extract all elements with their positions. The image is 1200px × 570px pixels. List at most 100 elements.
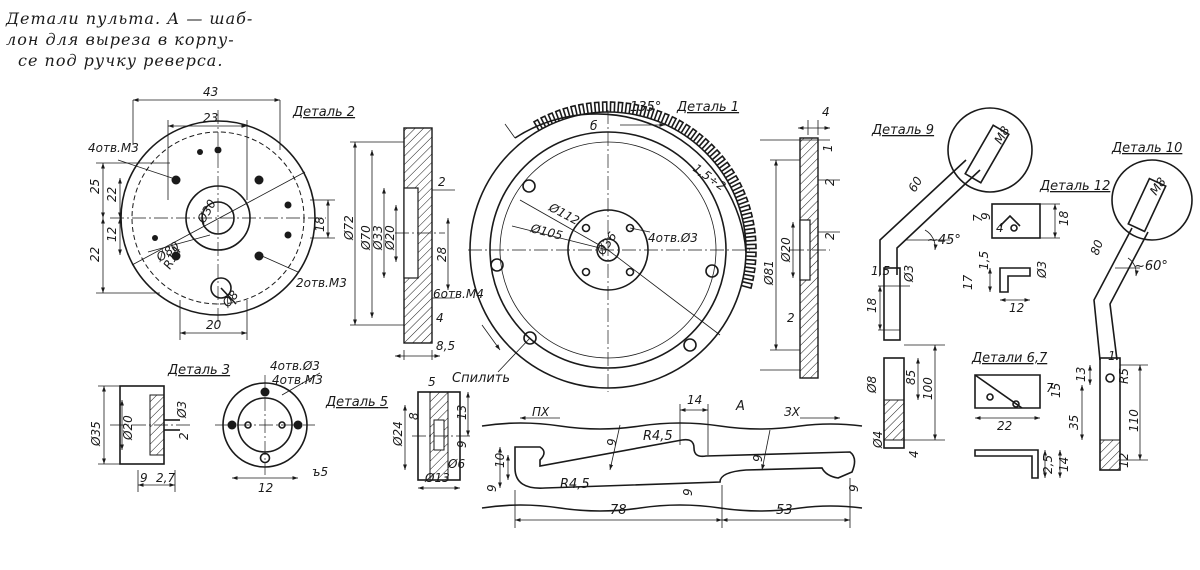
gear-tooth [554,109,564,122]
gear-tooth [660,112,670,125]
template-dim-9b: 9 [605,438,619,446]
detail-2-dia-8: Ø8 [219,288,242,311]
template-radius-b: R4,5 [560,477,590,492]
gear-tooth [562,106,571,119]
detail-1-holes-d3: 4отв.Ø3 [648,231,698,245]
gear-tooth [744,227,756,235]
detail-5-dim-12: 12 [258,481,273,495]
detail-5-mark: ъ5 [312,465,328,479]
gear-tooth [539,115,550,128]
template-dim-9c: 9 [681,488,695,496]
details-6-7-dim-2-5: 2,5 [1041,455,1055,474]
detail-2-holes-m3: 4отв.М3 [88,141,139,155]
gear-tooth [739,203,752,213]
gear-tooth [745,243,757,250]
gear-tooth [577,103,586,115]
template-label-zx: ЗХ [784,405,801,419]
detail-5-holes-d3: 4отв.Ø3 [270,359,320,373]
gear-tooth [686,127,698,140]
detail-5s-dia-24: Ø24 [391,421,405,447]
detail-1s-dim-4: 4 [822,105,830,119]
detail-9-angle: ~45° [927,233,961,248]
detail-2-dia-30: Ø30 [194,197,219,227]
gear-tooth [714,154,727,167]
gear-tooth [547,111,557,125]
detail-2-title: Деталь 2 [292,105,355,120]
detail-2s-holes-m4: 6отв.М4 [433,287,484,301]
template-label-a: А [735,399,745,414]
detail-10-lever [1080,159,1193,471]
gear-tooth [736,196,749,206]
detail-1-side-section [770,120,840,379]
detail-10s-radius-5: R5 [1117,368,1131,384]
gear-tooth [709,148,722,161]
detail-9-title: Деталь 9 [871,123,934,138]
detail-5s-dia-13: Ø13 [424,471,450,485]
detail-10s-dim-110: 110 [1127,409,1141,432]
gear-tooth [745,251,757,258]
detail-1s-dia-20: Ø20 [779,237,793,263]
gear-tooth [698,137,710,150]
template-dim-10: 10 [493,452,507,468]
gear-tooth [745,258,757,266]
caption-line-3: се под ручку реверса. [18,51,224,70]
detail-2s-dia-72: Ø72 [342,215,356,241]
shaft-dim-18: 18 [865,297,879,313]
gear-tooth [624,102,632,114]
detail-12-title: Деталь 12 [1039,179,1110,194]
template-dim-14: 14 [687,393,702,407]
detail-2-dim-20: 20 [206,318,222,332]
detail-5s-dim-9: 9 [455,440,469,448]
detail-1s-dim-2c: 2 [787,311,795,325]
detail-3 [98,385,190,492]
detail-12-dim-4: 4 [996,221,1004,235]
detail-10s-dim-13: 13 [1074,367,1088,382]
details-6-7-dim-14: 14 [1057,457,1071,472]
caption-line-2: лон для выреза в корпу- [6,30,235,49]
detail-3-dim-9: 9 [140,471,148,485]
detail-9-lever [878,107,1033,449]
detail-9-thread-m8: М8 [991,124,1012,147]
detail-12-bracket [988,203,1060,302]
gear-tooth [532,118,544,131]
detail-12-dim-17: 17 [961,274,975,290]
details-6-7-dim-15: 15 [1049,383,1063,398]
detail-1-dia-112: Ø112 [546,200,582,228]
detail-1-label-b: б [590,119,598,133]
detail-3-dim-2: 2 [177,432,191,440]
gear-tooth [726,174,740,185]
shaft-dia-4: Ø4 [871,431,885,449]
gear-tooth [585,102,593,114]
detail-2s-dim-4: 4 [436,311,444,325]
detail-2-front-view [96,98,335,340]
gear-tooth [742,273,755,282]
detail-1s-dia-81: Ø81 [762,260,776,286]
detail-2s-dia-33: Ø33 [371,225,385,251]
shaft-dim-1-5: 1,5 [871,264,890,278]
gear-tooth [744,266,756,274]
shaft-dia-3: Ø3 [902,265,916,283]
detail-2s-dia-70: Ø70 [359,225,373,251]
detail-2-dim-43: 43 [203,85,218,99]
detail-2s-dim-2: 2 [438,175,446,189]
details-6-7 [974,374,1062,479]
gear-tooth [743,219,755,228]
details-6-7-dim-7: 7 [1046,381,1054,395]
gear-tooth [601,101,608,113]
detail-2-dim-25: 25 [88,179,102,194]
gear-tooth [639,105,648,117]
gear-tooth [718,161,731,173]
detail-5-holes-m3: 4отв.М3 [272,373,323,387]
gear-tooth [673,119,685,132]
detail-5-title: Деталь 5 [325,395,388,410]
gear-tooth [704,143,716,155]
detail-2-holes-2m3: 2отв.М3 [296,276,347,290]
detail-2-dim-12: 12 [105,227,119,242]
detail-12-dim-1-5: 1,5 [977,251,991,270]
gear-tooth [692,132,704,145]
detail-10s-dim-12: 12 [1117,453,1131,468]
detail-2-dim-22b: 22 [88,247,102,262]
detail-3-dim-2-7: 2,7 [156,471,175,485]
detail-5s-dia-6: Ø6 [447,457,465,471]
detail-1-angle: 135° [630,100,661,115]
